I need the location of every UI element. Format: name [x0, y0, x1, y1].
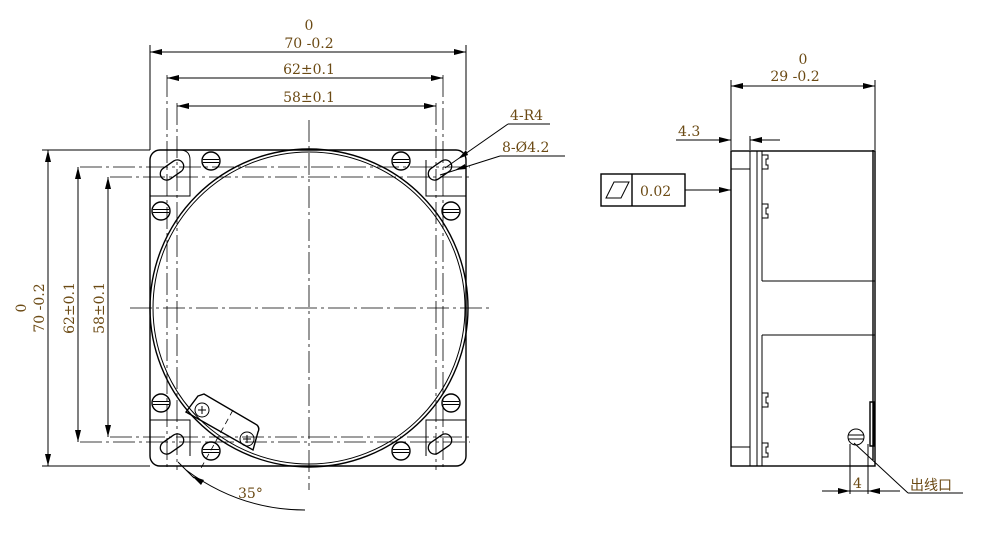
outlet-4-dimension: 4: [853, 476, 862, 492]
hole-note: 8-Ø4.2: [502, 140, 549, 156]
flatness-symbol-icon: [605, 181, 630, 199]
mounting-slot: [157, 430, 187, 458]
depth-29-dimension: 29 -0.2: [770, 69, 819, 85]
flange-4.3-dimension: 4.3: [678, 124, 700, 140]
width-58-dimension: 58±0.1: [283, 90, 335, 106]
side-body: [730, 150, 876, 467]
corner-pockets: [150, 149, 466, 456]
width-70-upper-deviation: 0: [305, 18, 314, 34]
cable-bracket: [184, 393, 260, 471]
mounting-slot: [425, 430, 455, 458]
depth-upper-deviation: 0: [799, 52, 808, 68]
side-view: 0 29 -0.2 4.3 0.02: [600, 52, 963, 494]
flatness-value: 0.02: [640, 184, 671, 200]
width-62-dimension: 62±0.1: [283, 62, 335, 78]
height-62-dimension: 62±0.1: [62, 282, 78, 334]
height-58-dimension: 58±0.1: [92, 282, 108, 334]
front-view: 0 70 -0.2 62±0.1 58±0.1 0 70 -0.2 62±0.1…: [14, 18, 565, 511]
height-70-dimension: 70 -0.2: [32, 283, 48, 332]
flatness-tolerance-frame: 0.02: [600, 173, 731, 207]
angle-35: 35°: [238, 486, 263, 502]
outlet-label: 出线口: [910, 478, 952, 494]
mounting-slot: [425, 156, 455, 184]
mounting-slot: [157, 156, 187, 184]
corner-radius-note: 4-R4: [510, 108, 543, 124]
width-70-dimension: 70 -0.2: [284, 36, 333, 52]
height-70-upper-deviation: 0: [14, 304, 30, 313]
